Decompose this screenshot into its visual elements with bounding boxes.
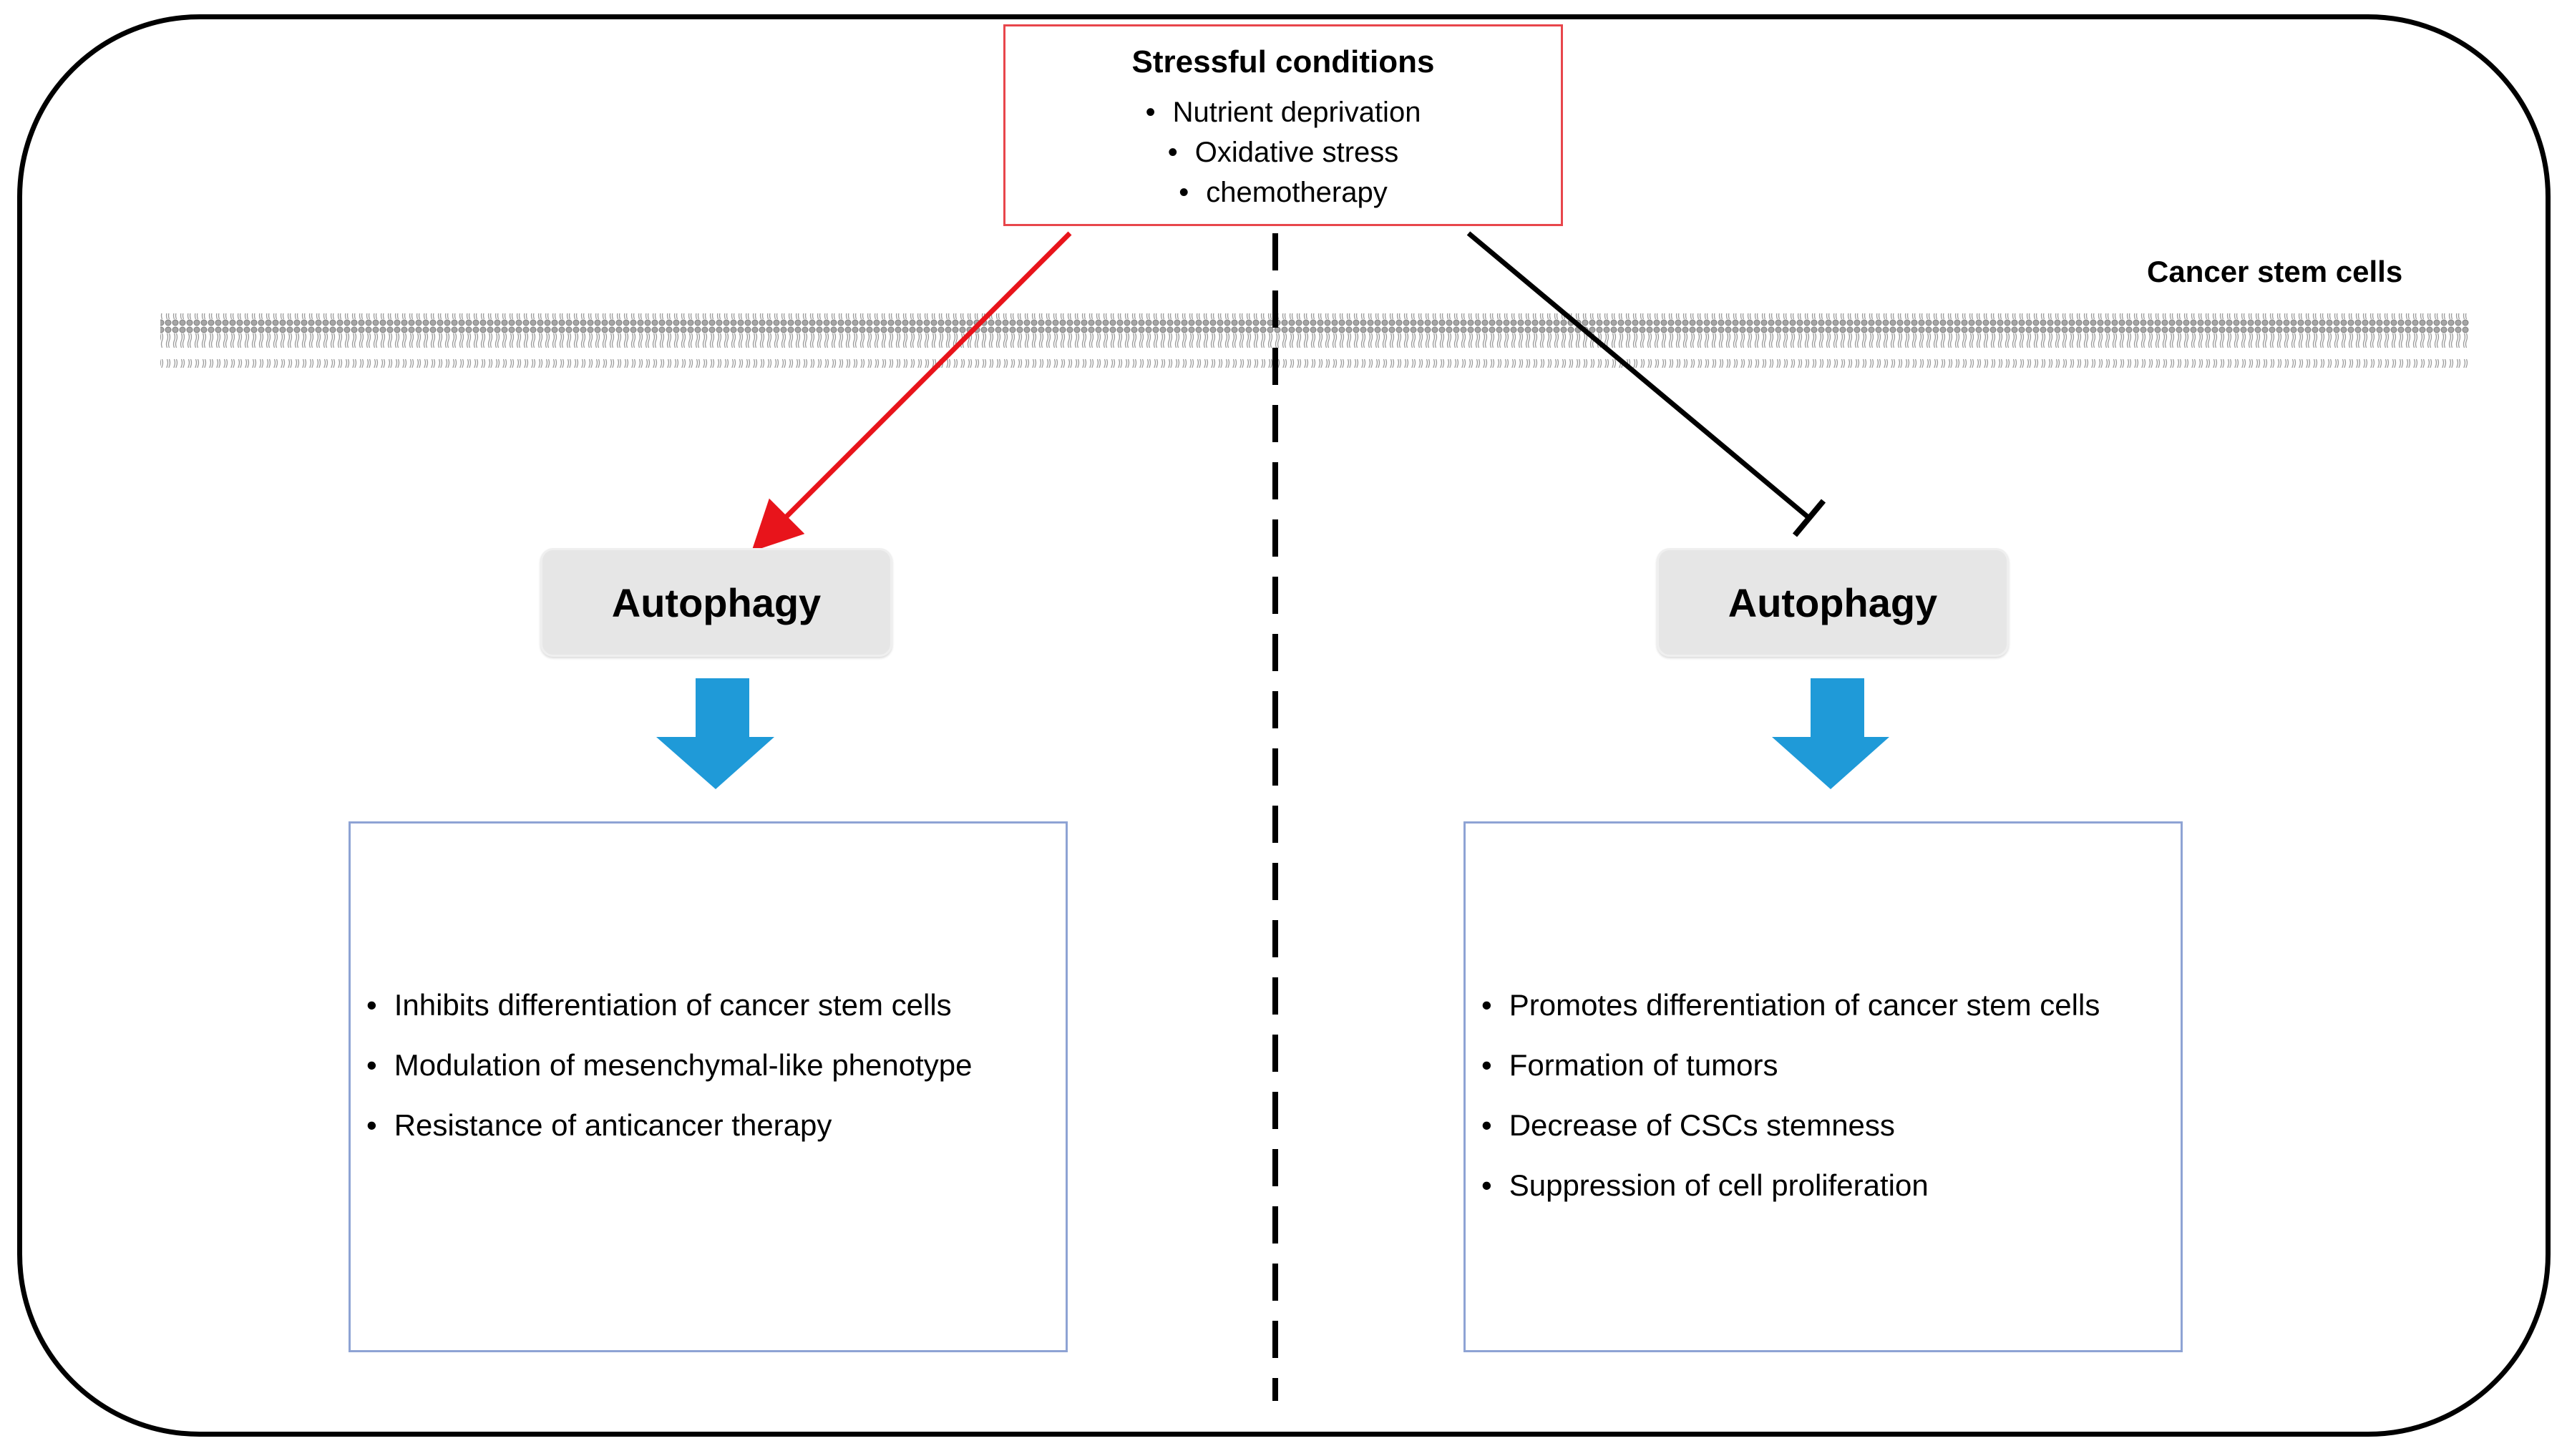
inhibition-arrow [1466,231,1826,537]
down-arrow-right [1772,678,1889,789]
outcome-list-left: Inhibits differentiation of cancer stem … [366,975,973,1155]
down-arrow-left [656,678,774,789]
stress-item: Oxidative stress [1005,132,1561,172]
stressful-conditions-box: Stressful conditions Nutrient deprivatio… [1003,24,1563,226]
stress-item: chemotherapy [1005,172,1561,212]
outcome-item: Decrease of CSCs stemness [1481,1095,2100,1155]
stressful-conditions-list: Nutrient deprivation Oxidative stress ch… [1005,92,1561,212]
outcome-item: Inhibits differentiation of cancer stem … [366,975,973,1035]
outcome-list-right: Promotes differentiation of cancer stem … [1481,975,2100,1216]
outcome-item: Promotes differentiation of cancer stem … [1481,975,2100,1035]
outcome-box-right: Promotes differentiation of cancer stem … [1463,821,2183,1352]
activation-arrow [751,231,1072,552]
stress-item: Nutrient deprivation [1005,92,1561,132]
outcome-item: Resistance of anticancer therapy [366,1095,973,1155]
stressful-conditions-title: Stressful conditions [1131,44,1435,79]
cell-boundary [17,14,2551,1437]
autophagy-node-right: Autophagy [1657,548,2009,657]
cell-membrane [160,313,2469,368]
outcome-item: Suppression of cell proliferation [1481,1155,2100,1216]
outcome-box-left: Inhibits differentiation of cancer stem … [349,821,1068,1352]
outcome-item: Modulation of mesenchymal-like phenotype [366,1035,973,1095]
cancer-stem-cells-label: Cancer stem cells [2147,255,2403,288]
autophagy-node-left: Autophagy [540,548,892,657]
outcome-item: Formation of tumors [1481,1035,2100,1095]
